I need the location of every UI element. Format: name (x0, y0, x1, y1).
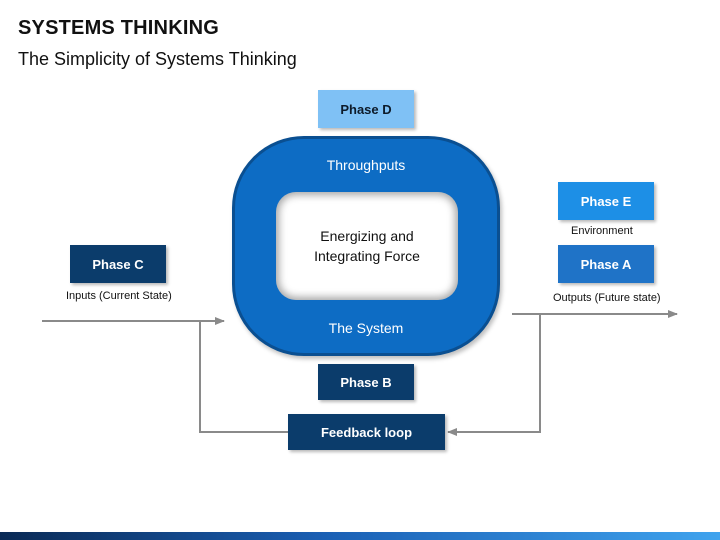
center-label-line1: Energizing and (320, 228, 414, 244)
phase-e-box: Phase E (558, 182, 654, 220)
phase-e-label: Phase E (580, 193, 632, 209)
phase-c-label: Phase C (92, 256, 144, 272)
phase-b-box: Phase B (318, 364, 414, 400)
energizing-force-box: Energizing and Integrating Force (276, 192, 458, 300)
phase-a-label: Phase A (580, 256, 632, 272)
phase-d-box: Phase D (318, 90, 414, 128)
feedback-loop-box: Feedback loop (288, 414, 445, 450)
throughputs-label: Throughputs (326, 157, 406, 173)
outputs-caption: Outputs (Future state) (553, 292, 661, 304)
phase-a-box: Phase A (558, 245, 654, 283)
page-subtitle: The Simplicity of Systems Thinking (18, 49, 297, 69)
center-label-line2: Integrating Force (314, 248, 420, 264)
inputs-caption: Inputs (Current State) (66, 290, 172, 302)
phase-d-label: Phase D (340, 101, 392, 117)
page-title: SYSTEMS THINKING (18, 17, 219, 39)
phase-b-label: Phase B (340, 374, 392, 390)
phase-c-box: Phase C (70, 245, 166, 283)
feedback-right-path (447, 314, 541, 436)
feedback-loop-label: Feedback loop (320, 424, 413, 440)
the-system-label: The System (328, 320, 404, 336)
environment-caption: Environment (571, 225, 633, 237)
feedback-left-path (199, 321, 288, 433)
bottom-accent-bar (0, 532, 720, 540)
